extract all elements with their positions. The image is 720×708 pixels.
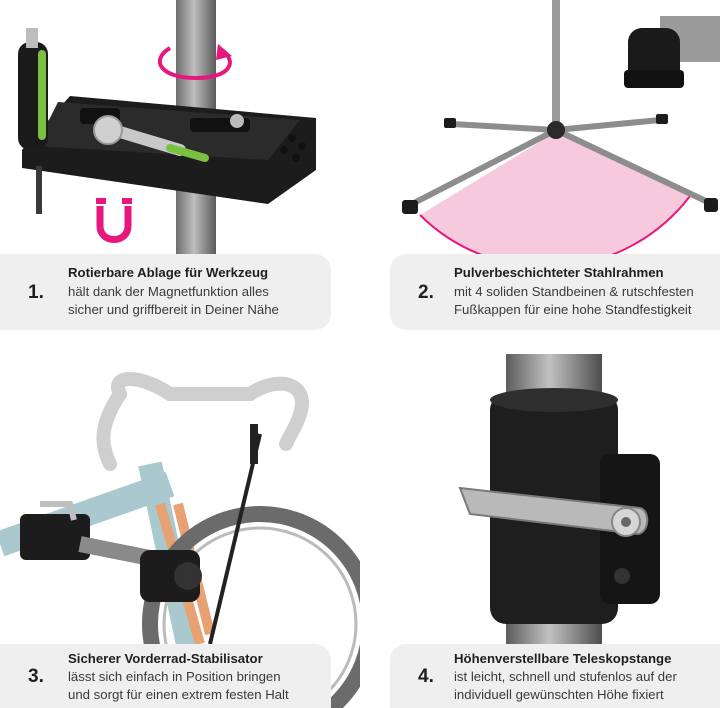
rotate-arrow-icon	[157, 44, 232, 81]
feature-card: 3. Sicherer Vorderrad-Stabilisator lässt…	[0, 644, 331, 708]
feature-number: 4.	[418, 666, 434, 687]
steel-frame-image	[402, 0, 720, 269]
feature-card: 4. Höhenverstellbare Teleskopstange ist …	[390, 644, 720, 708]
feature-title: Rotierbare Ablage für Werkzeug	[68, 265, 269, 280]
wheel-stabilizer-image	[0, 372, 360, 708]
feature-description: ist leicht, schnell und stufenlos auf de…	[454, 669, 677, 702]
feature-number: 2.	[418, 282, 434, 303]
feature-panel-steel-frame: 2. Pulverbeschichteter Stahlrahmen mit 4…	[360, 0, 720, 354]
feature-panel-tool-tray: 1. Rotierbare Ablage für Werkzeug hält d…	[0, 0, 360, 354]
feature-number: 1.	[28, 282, 44, 303]
feature-title: Höhenverstellbare Teleskopstange	[454, 651, 672, 666]
feature-description: mit 4 soliden Standbeinen & rutschfesten…	[454, 284, 694, 317]
feature-description: hält dank der Magnetfunktion alles siche…	[68, 284, 279, 317]
feature-description: lässt sich einfach in Position bringen u…	[68, 669, 289, 702]
feature-card: 2. Pulverbeschichteter Stahlrahmen mit 4…	[390, 254, 720, 330]
magnet-icon	[96, 198, 132, 243]
feature-number: 3.	[28, 666, 44, 687]
feature-card: 1. Rotierbare Ablage für Werkzeug hält d…	[0, 254, 331, 330]
feature-panel-telescopic-pole: 4. Höhenverstellbare Teleskopstange ist …	[360, 354, 720, 708]
tool-tray-image	[18, 0, 316, 254]
feature-panel-wheel-stabilizer: 3. Sicherer Vorderrad-Stabilisator lässt…	[0, 354, 360, 708]
feature-title: Sicherer Vorderrad-Stabilisator	[68, 651, 263, 666]
feature-title: Pulverbeschichteter Stahlrahmen	[454, 265, 664, 280]
